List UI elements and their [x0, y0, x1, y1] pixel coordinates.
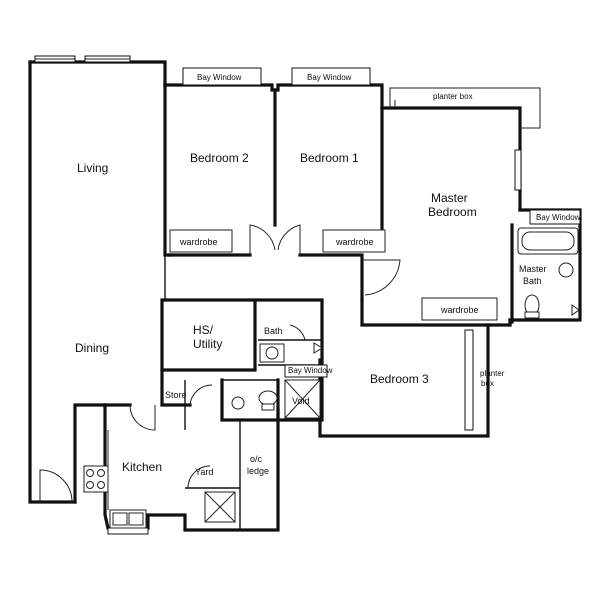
label-wardrobe-bedroom-2: wardrobe	[179, 237, 218, 247]
label-dining: Dining	[75, 341, 109, 355]
label-master-line2: Bedroom	[428, 205, 477, 219]
label-bedroom-1: Bedroom 1	[300, 151, 359, 165]
label-bath: Bath	[264, 326, 283, 336]
label-wardrobe-master: wardrobe	[440, 305, 479, 315]
label-hs-line2: Utility	[193, 337, 222, 351]
label-oc-line1: o/c	[250, 454, 263, 464]
feature-labels: Bay Window Bay Window planter box Bay Wi…	[179, 73, 581, 388]
label-master-line1: Master	[431, 191, 468, 205]
room-labels: Living Dining Bedroom 2 Bedroom 1 Master…	[75, 151, 547, 477]
label-bedroom-2: Bedroom 2	[190, 151, 249, 165]
fixtures	[83, 227, 580, 529]
label-living: Living	[77, 161, 108, 175]
label-hs-line1: HS/	[193, 323, 214, 337]
doors	[39, 224, 401, 503]
label-bay-window-bedroom-2: Bay Window	[197, 73, 242, 82]
label-bedroom-3: Bedroom 3	[370, 372, 429, 386]
label-yard: Yard	[195, 467, 213, 477]
label-kitchen: Kitchen	[122, 460, 162, 474]
label-master-bath-line2: Bath	[523, 276, 542, 286]
windows	[34, 55, 581, 535]
interior-walls	[103, 88, 514, 530]
exterior-walls	[28, 60, 582, 532]
label-void: Void	[292, 396, 310, 406]
label-oc-line2: ledge	[247, 466, 269, 476]
label-store: Store	[165, 390, 187, 400]
label-bay-window-bath: Bay Window	[288, 366, 333, 375]
label-planter-box-top: planter box	[433, 92, 473, 101]
label-master-bath-line1: Master	[519, 264, 547, 274]
label-bay-window-bedroom-1: Bay Window	[307, 73, 352, 82]
label-planter-bedroom-3: planter	[480, 369, 505, 378]
label-box-bedroom-3: box	[481, 379, 494, 388]
label-wardrobe-bedroom-1: wardrobe	[335, 237, 374, 247]
label-bay-window-master: Bay Window	[536, 213, 581, 222]
